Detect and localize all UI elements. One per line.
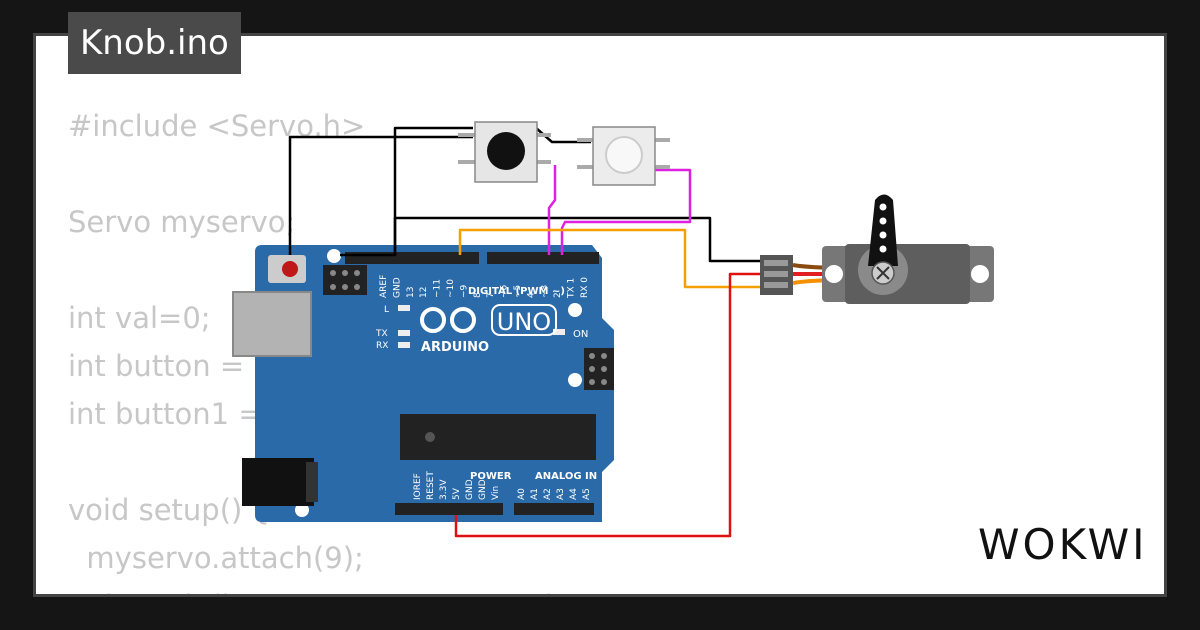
pin-label: AREF bbox=[379, 275, 389, 298]
pin-label: TX 1 bbox=[567, 278, 577, 299]
pin-label: ~11 bbox=[433, 279, 443, 298]
usb-port bbox=[232, 291, 312, 357]
pin-label: GND bbox=[392, 277, 402, 298]
arduino-logo-icon bbox=[420, 307, 476, 333]
wire-red bbox=[454, 272, 762, 538]
pin-label: ~3 bbox=[540, 285, 550, 298]
digital-header-label: DIGITAL (PWM ~) bbox=[468, 286, 565, 297]
wire-black-1 bbox=[288, 135, 473, 255]
svg-text:TX: TX bbox=[375, 329, 388, 339]
pin-label: A3 bbox=[556, 488, 566, 500]
white-button-cap-icon bbox=[605, 136, 643, 174]
board-logo-text: ARDUINO bbox=[421, 340, 489, 355]
wire-magenta-1 bbox=[547, 165, 557, 255]
arduino-uno-board[interactable]: UNO ARDUINO ON L TX RX DIGITAL (PWM ~) P… bbox=[232, 245, 614, 522]
pin-label: RX 0 bbox=[580, 277, 590, 298]
servo-horn-icon bbox=[868, 194, 898, 266]
pin-label: ~9 bbox=[459, 284, 469, 298]
code-line: int button1 = bbox=[68, 397, 272, 431]
svg-text:POWER: POWER bbox=[470, 471, 512, 482]
wire-black-4 bbox=[340, 216, 762, 263]
project-title[interactable]: Knob.ino bbox=[68, 12, 241, 74]
pin-label: RESET bbox=[426, 471, 436, 500]
pin-label: 7 bbox=[486, 292, 496, 298]
svg-text:ANALOG IN: ANALOG IN bbox=[535, 471, 597, 482]
pin-label: A0 bbox=[517, 488, 527, 500]
pin-label: IOREF bbox=[413, 473, 423, 500]
svg-text:L: L bbox=[384, 305, 389, 315]
wire-black-2 bbox=[393, 126, 473, 255]
svg-text:RX: RX bbox=[376, 341, 388, 351]
pin-label: 5V bbox=[452, 487, 462, 500]
pin-label: GND bbox=[465, 479, 475, 500]
pin-label: 13 bbox=[406, 287, 416, 298]
wire-orange bbox=[458, 228, 762, 289]
code-line: myservo.attach(9); bbox=[68, 541, 364, 575]
pin-label: ~6 bbox=[500, 284, 510, 298]
pin-label: A5 bbox=[582, 488, 592, 500]
servo-motor[interactable] bbox=[760, 194, 994, 305]
pin-label: GND bbox=[478, 479, 488, 500]
board-model: UNO bbox=[497, 308, 551, 336]
pin-label: Vin bbox=[491, 486, 501, 500]
digital-header-right bbox=[487, 252, 599, 264]
wokwi-logo: WOKWI bbox=[978, 520, 1148, 569]
code-line: pinMode(button, INPUT_PULLUP); bbox=[68, 582, 566, 594]
pin-label: 8 bbox=[473, 292, 483, 298]
power-header bbox=[395, 503, 503, 515]
pin-label: ~5 bbox=[513, 285, 523, 298]
pin-label: ~10 bbox=[446, 279, 456, 298]
pin-label: A4 bbox=[569, 488, 579, 500]
pin-label: 4 bbox=[526, 292, 536, 298]
power-jack bbox=[242, 458, 314, 506]
pin-label: A1 bbox=[530, 488, 540, 500]
pin-label: 2 bbox=[553, 292, 563, 298]
code-line: int val=0; bbox=[68, 301, 211, 335]
pin-label: A2 bbox=[543, 488, 553, 500]
wire-magenta-2 bbox=[560, 168, 692, 255]
pin-label: 3.3V bbox=[439, 479, 449, 500]
pushbutton-white[interactable] bbox=[577, 126, 670, 186]
svg-text:ON: ON bbox=[573, 329, 588, 340]
pin-label: 12 bbox=[419, 287, 429, 298]
code-line: Servo myservo; bbox=[68, 205, 296, 239]
black-button-cap-icon bbox=[487, 132, 525, 170]
analog-header bbox=[514, 503, 594, 515]
pushbutton-black[interactable] bbox=[458, 121, 551, 183]
